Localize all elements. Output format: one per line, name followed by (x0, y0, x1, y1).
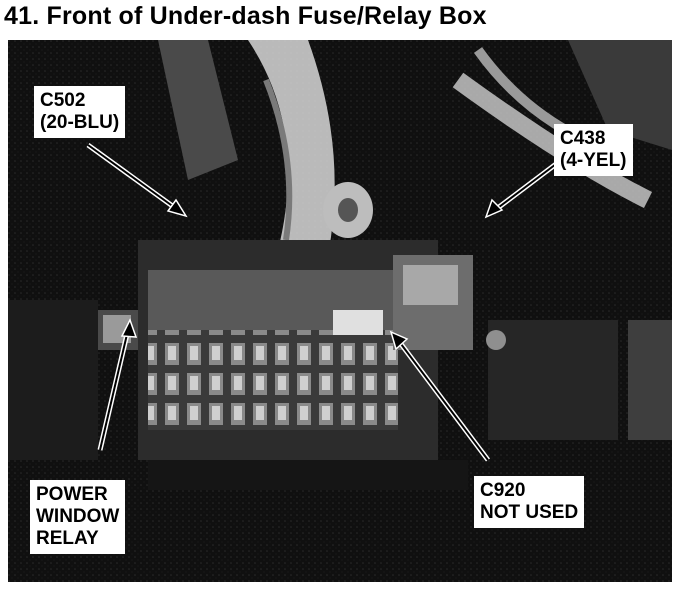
callout-c438: C438 (4-YEL) (554, 124, 633, 176)
fuse-box-photo: C502 (20-BLU) C438 (4-YEL) POWER WINDOW … (8, 40, 672, 582)
callout-c502-desc: (20-BLU) (40, 112, 120, 133)
callout-c920-id: C920 (480, 480, 526, 501)
callout-pwr-line1: POWER (36, 484, 108, 505)
callout-pwr-line2: WINDOW (36, 506, 120, 527)
page-title: 41. Front of Under-dash Fuse/Relay Box (4, 2, 487, 30)
callout-power-window-relay: POWER WINDOW RELAY (30, 480, 126, 554)
callout-c438-id: C438 (560, 128, 606, 149)
callout-c920-desc: NOT USED (480, 502, 579, 523)
callout-c438-desc: (4-YEL) (560, 150, 627, 171)
callout-c920: C920 NOT USED (474, 476, 585, 528)
callout-c502: C502 (20-BLU) (34, 86, 126, 138)
callout-c502-id: C502 (40, 90, 86, 111)
callout-pwr-line3: RELAY (36, 528, 99, 549)
